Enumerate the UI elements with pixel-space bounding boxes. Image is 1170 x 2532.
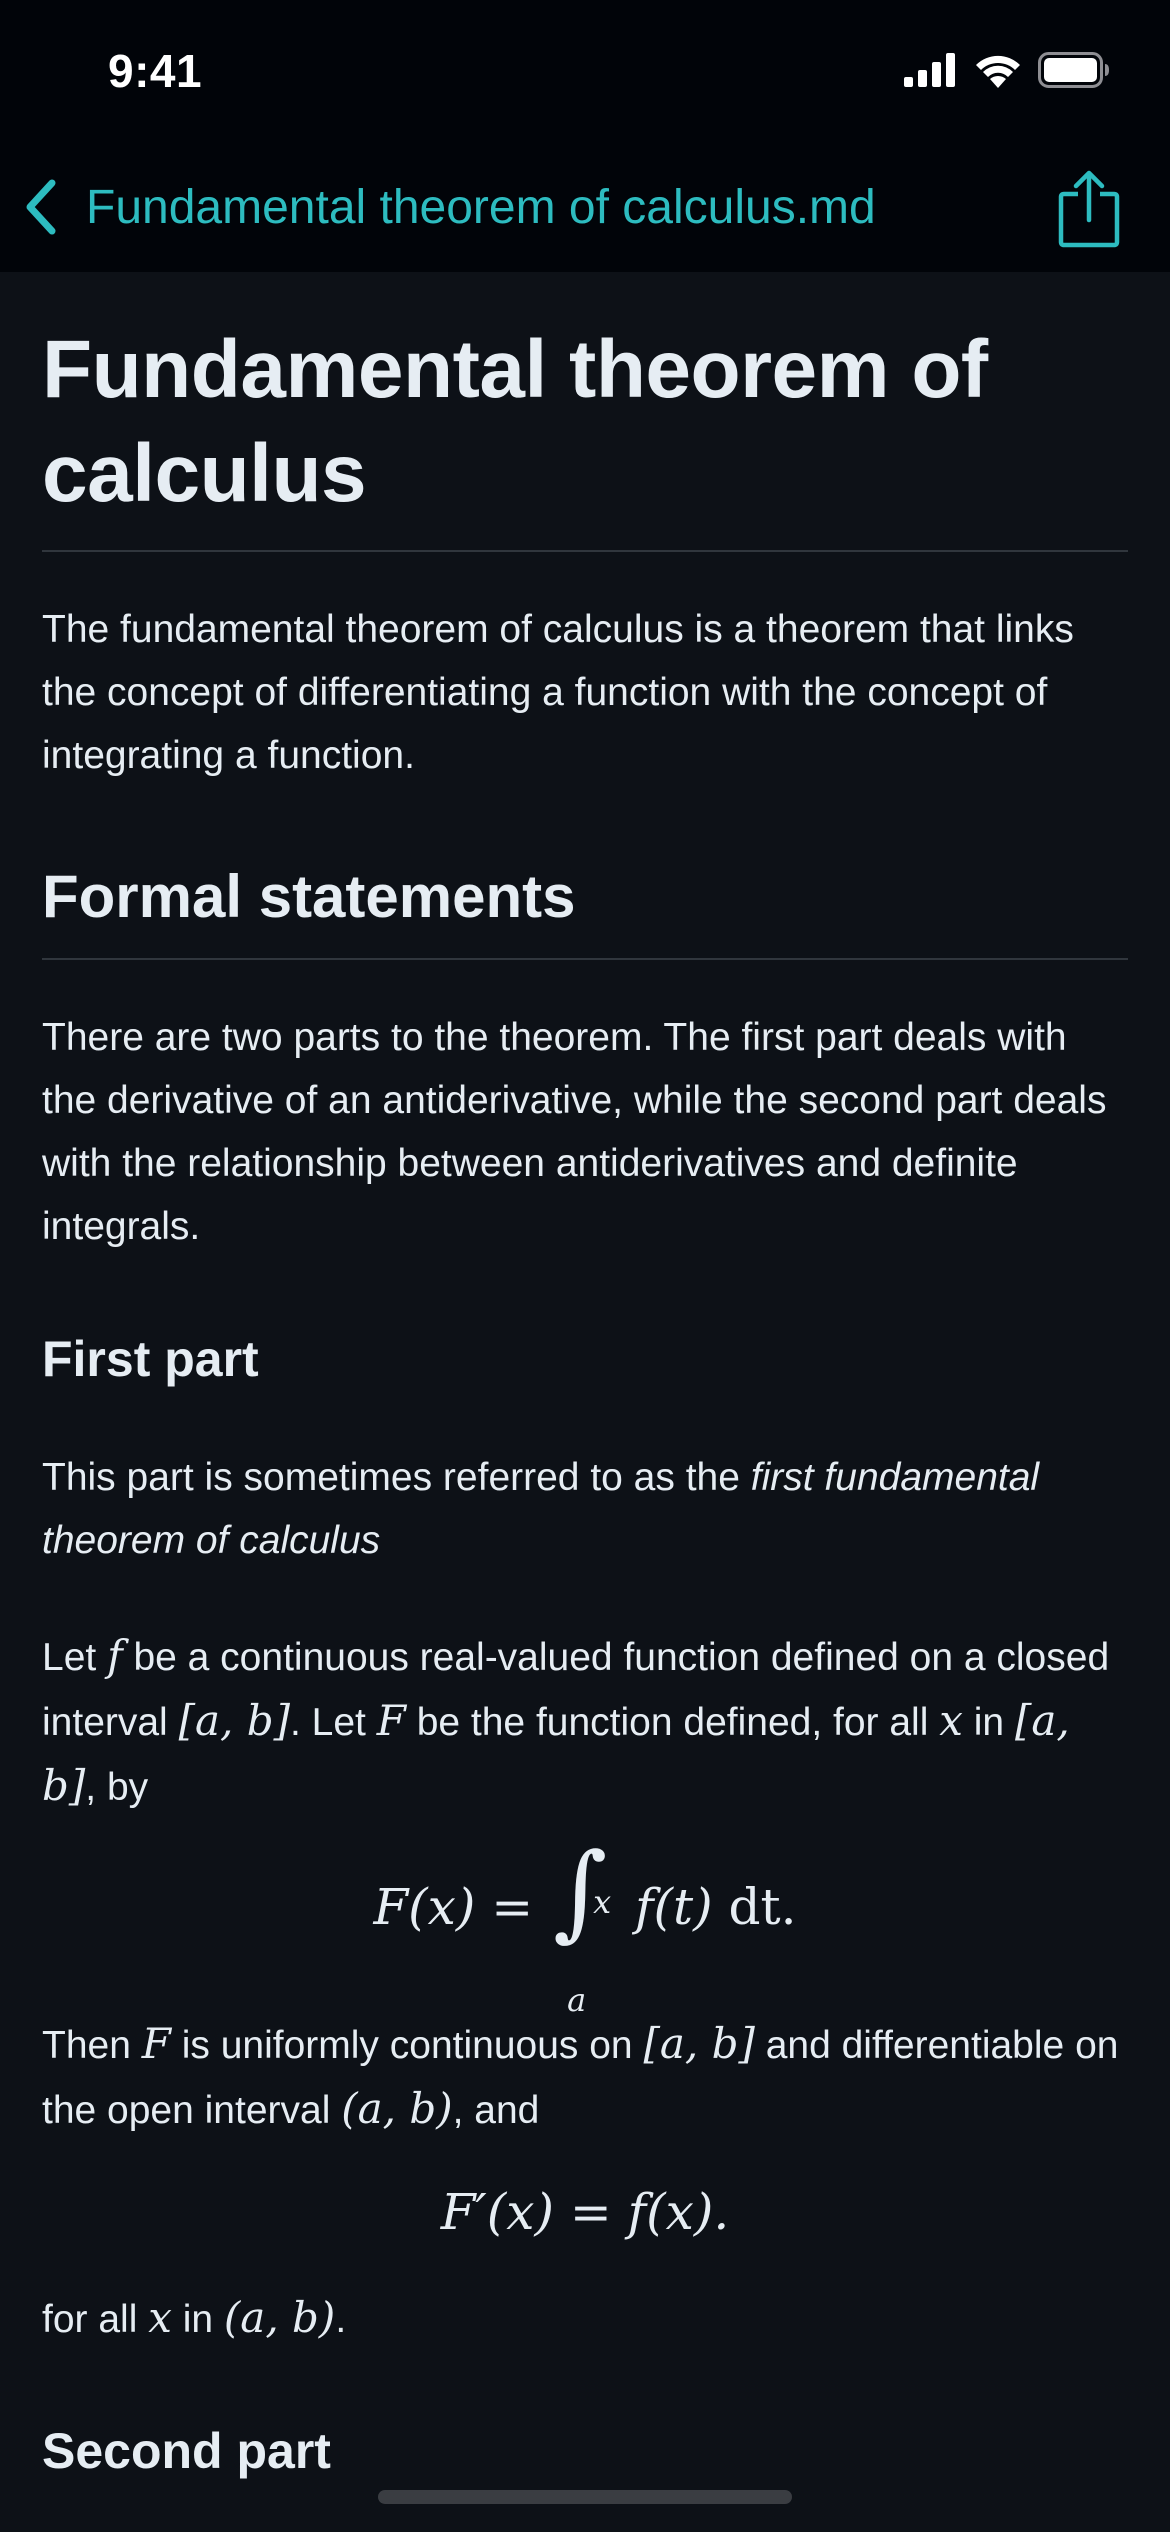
text-run: , by	[85, 1766, 149, 1809]
formal-statements-paragraph: There are two parts to the theorem. The …	[42, 1016, 1107, 1248]
math-f: f	[107, 1631, 123, 1680]
math-interval: [a, b]	[42, 1696, 1070, 1810]
math-interval: [a, b]	[178, 1696, 290, 1745]
top-bar: 9:41	[0, 0, 1170, 272]
text-run: be a continuous real-valued function def…	[42, 1636, 1110, 1744]
eq-lhs: F(x) =	[373, 1878, 534, 1936]
math-F: F	[376, 1696, 406, 1745]
math-x: x	[148, 2293, 172, 2342]
subsection-heading-second-part: Second part	[42, 2423, 331, 2479]
subsection-heading-first-part: First part	[42, 1331, 259, 1387]
text-run: , and	[452, 2089, 540, 2132]
text-run: . Let	[289, 1701, 377, 1744]
wifi-icon	[974, 52, 1022, 88]
first-part-note-paragraph: This part is sometimes referred to as th…	[42, 1446, 1128, 1572]
text-run: be the function defined, for all	[405, 1701, 940, 1744]
integral-equation: F(x) = ∫ x a f(t) dt.	[42, 1839, 1128, 2019]
integral-upper-limit: x	[593, 1883, 612, 1921]
share-icon	[1058, 168, 1120, 248]
section-divider	[42, 958, 1128, 960]
math-open-interval: (a, b)	[223, 2293, 336, 2342]
note-text: This part is sometimes referred to as th…	[42, 1456, 751, 1499]
continuity-paragraph: Then F is uniformly continuous on [a, b]…	[42, 2012, 1128, 2142]
text-run: .	[335, 2298, 347, 2341]
navigation-bar: Fundamental theorem of calculus.md	[0, 150, 1170, 272]
cellular-signal-icon	[904, 53, 958, 87]
math-open-interval: (a, b)	[341, 2084, 453, 2133]
chevron-left-icon	[22, 178, 60, 236]
status-time: 9:41	[108, 45, 203, 97]
status-bar: 9:41	[0, 0, 1170, 150]
text-run: is uniformly continuous on	[170, 2024, 644, 2067]
integral-symbol: ∫ x a	[549, 1839, 619, 2019]
derivative-equation: F′(x) = f(x).	[440, 2183, 730, 2241]
text-run: in	[962, 1701, 1015, 1744]
text-run: and differentiable on the open interval	[42, 2024, 1119, 2132]
back-button[interactable]: Fundamental theorem of calculus.md	[22, 178, 876, 236]
eq-integrand: f(t)	[634, 1878, 713, 1936]
title-divider	[42, 550, 1128, 552]
home-indicator[interactable]	[378, 2490, 792, 2504]
math-F: F	[141, 2019, 171, 2068]
battery-icon	[1038, 52, 1110, 88]
section-heading-formal-statements: Formal statements	[42, 863, 576, 930]
intro-paragraph: The fundamental theorem of calculus is a…	[42, 608, 1074, 777]
integral-sign: ∫	[553, 1830, 608, 1952]
math-interval: [a, b]	[643, 2019, 755, 2068]
forall-paragraph: for all x in (a, b).	[42, 2286, 1128, 2351]
article-title: Fundamental theorem of calculus	[42, 324, 988, 519]
share-button[interactable]	[1058, 168, 1120, 248]
document-title[interactable]: Fundamental theorem of calculus.md	[86, 180, 876, 234]
text-run: Then	[42, 2024, 142, 2067]
text-run: Let	[42, 1636, 108, 1679]
status-icons	[904, 52, 1110, 88]
text-run: in	[171, 2298, 224, 2341]
text-run: for all	[42, 2298, 149, 2341]
eq-differential: dt.	[728, 1878, 797, 1936]
definition-paragraph: Let f be a continuous real-valued functi…	[42, 1624, 1128, 1819]
math-x: x	[939, 1696, 963, 1745]
integral-lower-limit: a	[567, 1981, 587, 2019]
note-emphasis: first fundamental theorem of calculus	[42, 1456, 1040, 1562]
article-content[interactable]: Fundamental theorem of calculus The fund…	[42, 272, 1128, 2532]
